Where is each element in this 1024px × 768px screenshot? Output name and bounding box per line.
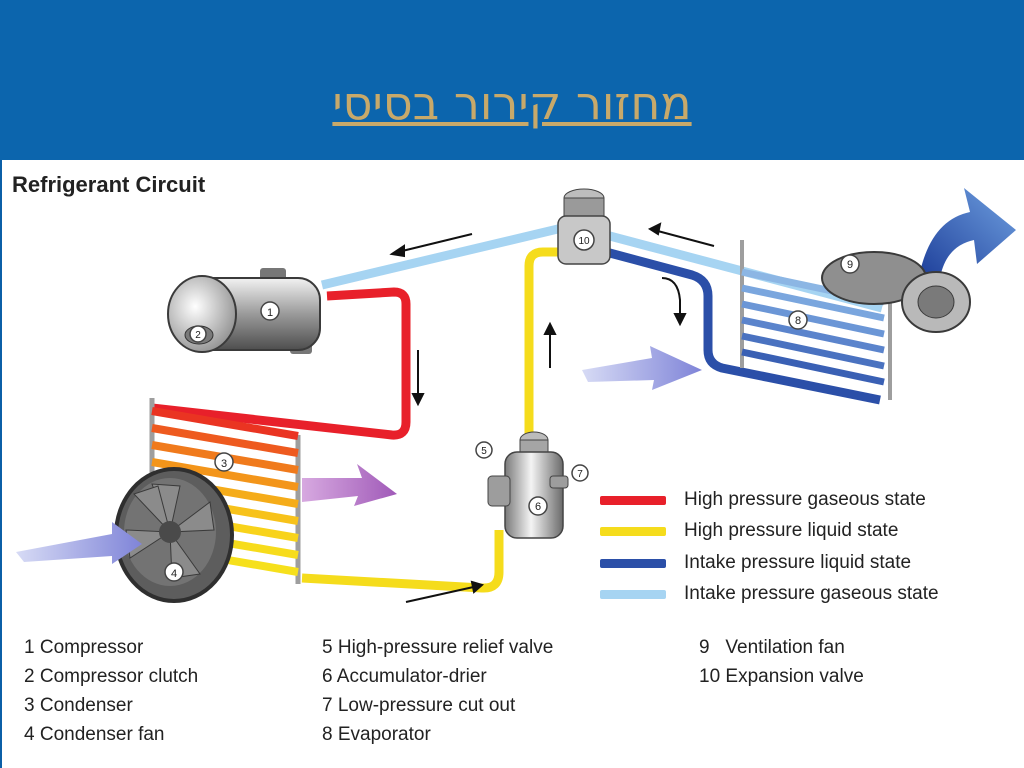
refrigerant-circuit-diagram: 3 4	[16, 188, 1016, 603]
component-key-item: 8 Evaporator	[322, 724, 431, 745]
legend-label: High pressure liquid state	[684, 520, 899, 541]
component-key-item: 1 Compressor	[24, 637, 144, 658]
marker-8: 8	[795, 315, 801, 327]
legend-swatch-intake-liquid	[600, 558, 666, 568]
slide-title: מחזור קירור בסיסי	[332, 76, 692, 130]
intake-liquid-line	[604, 247, 881, 405]
accumulator-drier: 6 5 7	[475, 431, 589, 539]
diagram-panel: 3 4	[2, 160, 1024, 768]
flow-arrows	[389, 222, 715, 603]
component-key-item: 4 Condenser fan	[24, 724, 165, 745]
condenser-fan: 4	[114, 467, 234, 603]
marker-7: 7	[577, 469, 583, 480]
component-key-item: 10 Expansion valve	[699, 666, 864, 687]
component-key-item: 6 Accumulator-drier	[322, 666, 487, 687]
legend-item-high-pressure-liquid: High pressure liquid state	[600, 517, 898, 545]
marker-5: 5	[481, 446, 487, 457]
legend-label: Intake pressure gaseous state	[684, 583, 939, 604]
component-key-item: 3 Condenser	[24, 695, 133, 716]
legend-item-intake-gas: Intake pressure gaseous state	[600, 580, 939, 608]
component-key-item: 9 Ventilation fan	[699, 637, 845, 658]
diagram-title: Refrigerant Circuit	[12, 172, 206, 197]
marker-2: 2	[195, 330, 201, 341]
ventilation-fan: 9	[821, 251, 971, 333]
marker-1: 1	[267, 307, 273, 319]
marker-10: 10	[578, 236, 590, 247]
legend-label: High pressure gaseous state	[684, 489, 926, 510]
marker-9: 9	[847, 259, 853, 271]
airflow-arrow-evaporator-in	[582, 346, 702, 390]
high-pressure-liquid-line-to-valve	[524, 247, 564, 448]
legend-swatch-high-pressure-liquid	[600, 526, 666, 536]
intake-gas-line	[320, 223, 564, 290]
component-key-item: 2 Compressor clutch	[24, 666, 199, 687]
marker-3: 3	[221, 458, 227, 470]
legend-swatch-intake-gas	[600, 589, 666, 599]
component-key-item: 7 Low-pressure cut out	[322, 695, 516, 716]
legend-label: Intake pressure liquid state	[684, 552, 912, 573]
legend-item-intake-liquid: Intake pressure liquid state	[600, 549, 911, 577]
slide-header: מחזור קירור בסיסי	[0, 0, 1024, 160]
expansion-valve: 10	[557, 188, 611, 265]
airflow-arrow-condenser-out	[302, 464, 397, 506]
marker-4: 4	[171, 568, 177, 580]
airflow-arrow-cooled-out	[920, 188, 1016, 278]
legend-item-high-pressure-gas: High pressure gaseous state	[600, 486, 926, 514]
legend-swatch-high-pressure-gas	[600, 495, 666, 505]
airflow-arrow-condenser-in	[16, 522, 142, 564]
high-pressure-liquid-line	[301, 530, 504, 593]
marker-6: 6	[535, 501, 541, 513]
compressor: 1 2	[167, 268, 321, 354]
component-key-item: 5 High-pressure relief valve	[322, 637, 554, 658]
high-pressure-gas-line	[151, 287, 411, 440]
